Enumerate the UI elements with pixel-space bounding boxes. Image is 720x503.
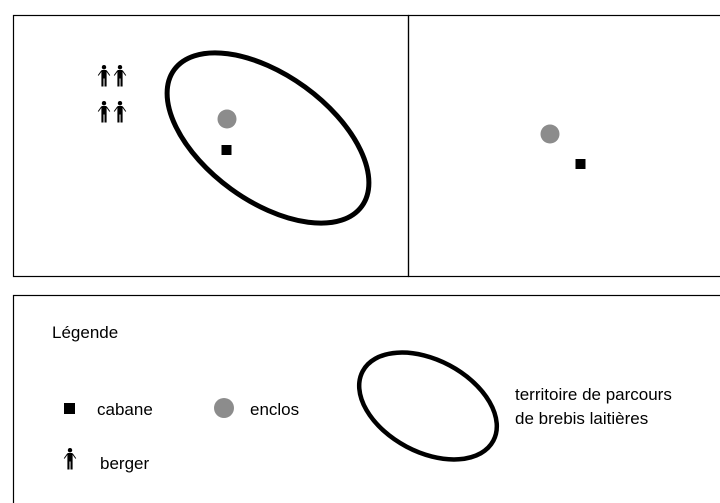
territory-ellipse — [164, 50, 372, 226]
territory-legend-icon — [356, 350, 500, 462]
left-panel-content — [97, 50, 372, 226]
shepherd-legend-label: berger — [100, 454, 149, 473]
shepherd-icon — [97, 64, 111, 87]
shepherd-legend-icon — [63, 447, 77, 470]
hut-legend-icon — [64, 403, 75, 414]
shepherd-icon — [97, 100, 111, 123]
shepherd-icon — [113, 64, 127, 87]
legend-title: Légende — [52, 323, 118, 342]
hut-legend-label: cabane — [97, 400, 153, 419]
legend-frame — [12, 294, 720, 503]
territory-legend-label-line2: de brebis laitières — [515, 409, 648, 428]
hut-marker — [221, 145, 232, 155]
map-panels — [12, 14, 720, 278]
enclosure-legend-icon — [214, 398, 234, 418]
enclosure-marker — [540, 124, 560, 144]
shepherd-icon — [113, 100, 127, 123]
hut-marker — [575, 159, 586, 169]
right-panel — [407, 14, 720, 278]
legend-box: Légende cabane enclos berger territoire … — [12, 294, 720, 503]
shepherd-group — [97, 64, 127, 123]
right-panel-content — [540, 124, 586, 169]
enclosure-legend-label: enclos — [250, 400, 299, 419]
enclosure-marker — [217, 109, 237, 129]
territory-legend-label-line1: territoire de parcours — [515, 385, 672, 404]
